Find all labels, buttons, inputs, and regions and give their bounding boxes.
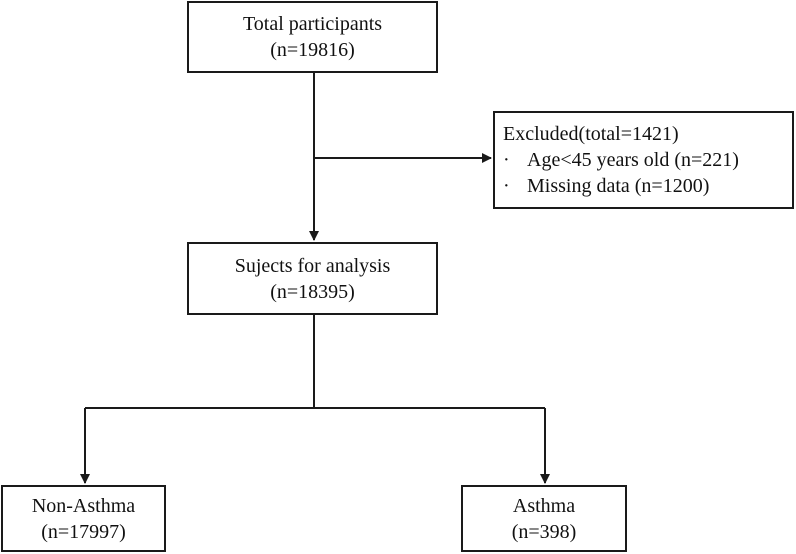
excluded-item-missing: · Missing data (n=1200) (503, 173, 792, 199)
excluded-title: Excluded(total=1421) (503, 123, 679, 145)
excluded-item-age: · Age<45 years old (n=221) (503, 147, 792, 173)
asthma-box: Asthma (n=398) (461, 485, 627, 552)
asthma-count: (n=398) (511, 520, 577, 543)
subjects-label: Sujects for analysis (234, 254, 391, 277)
excluded-box: Excluded(total=1421) · Age<45 years old (… (493, 111, 794, 209)
total-participants-box: Total participants (n=19816) (187, 1, 438, 73)
subjects-count: (n=18395) (270, 280, 355, 303)
non-asthma-box: Non-Asthma (n=17997) (1, 485, 166, 552)
bullet-icon: · (503, 149, 510, 171)
non-asthma-label: Non-Asthma (31, 494, 136, 517)
excluded-item-age-text: Age<45 years old (n=221) (527, 149, 739, 171)
total-participants-count: (n=19816) (270, 39, 355, 61)
total-participants-label: Total participants (242, 13, 383, 35)
subjects-for-analysis-box: Sujects for analysis (n=18395) (187, 242, 438, 315)
bullet-icon: · (503, 175, 510, 197)
asthma-label: Asthma (512, 494, 576, 517)
excluded-item-missing-text: Missing data (n=1200) (527, 175, 710, 197)
non-asthma-count: (n=17997) (41, 520, 126, 543)
